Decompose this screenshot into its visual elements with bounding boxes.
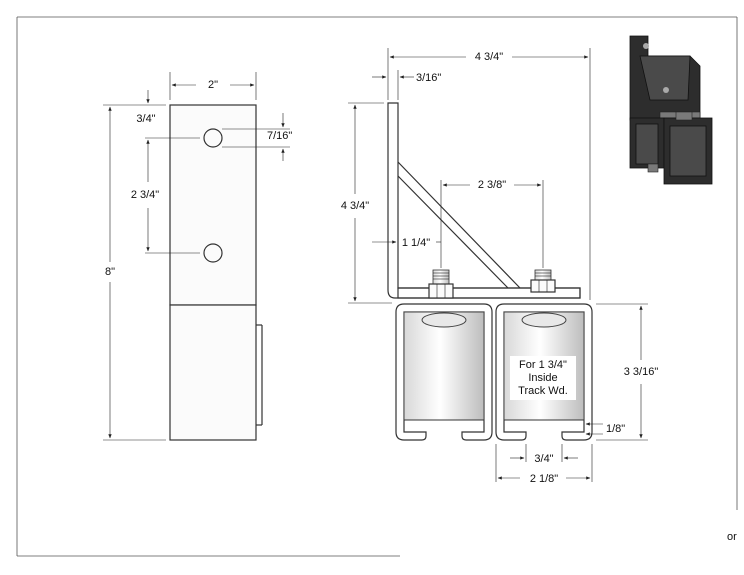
side-plate-lower — [169, 304, 257, 441]
mounting-hole-bottom — [203, 243, 223, 263]
side-view: 2" 8" 3/4" 2 3/4" 7/16" — [103, 72, 292, 441]
side-width-label: 2" — [208, 79, 218, 91]
track-note-box — [510, 356, 576, 400]
bolt-spacing-label: 2 3/8" — [478, 179, 506, 191]
bolt-left — [428, 269, 454, 299]
bracket-base-plate — [397, 287, 581, 299]
hole-diameter-label: 7/16" — [267, 130, 292, 142]
side-height-label: 8" — [105, 266, 115, 278]
top-hole-offset-label: 3/4" — [136, 113, 155, 125]
clipped-edge-text: or — [727, 531, 737, 543]
track-channel-left — [395, 303, 493, 441]
plate-thickness-label: 3/16" — [416, 72, 441, 84]
bracket-height-label: 4 3/4" — [341, 200, 369, 212]
bracket-photo — [629, 35, 713, 185]
drawing-frame — [16, 16, 738, 557]
mounting-hole-top — [203, 128, 223, 148]
front-view: For 1 3/4" Inside Track Wd. 4 3/4" 3/16"… — [341, 48, 659, 485]
hole-spacing-label: 2 3/4" — [131, 189, 159, 201]
track-note-line1: For 1 3/4" — [519, 359, 567, 371]
track-width-label: 2 1/8" — [530, 473, 558, 485]
track-opening-label: 3/4" — [534, 453, 553, 465]
track-height-label: 3 3/16" — [624, 366, 659, 378]
bracket-vertical-plate — [387, 102, 581, 299]
side-plate-upper — [169, 104, 257, 306]
bolt-offset-label: 1 1/4" — [402, 237, 430, 249]
track-lip-label: 1/8" — [606, 423, 625, 435]
track-note-line2: Inside — [528, 372, 557, 384]
track-note-line3: Track Wd. — [518, 385, 568, 397]
bolt-right — [530, 269, 556, 293]
overall-width-label: 4 3/4" — [475, 51, 503, 63]
bracket-gusset — [397, 161, 521, 289]
